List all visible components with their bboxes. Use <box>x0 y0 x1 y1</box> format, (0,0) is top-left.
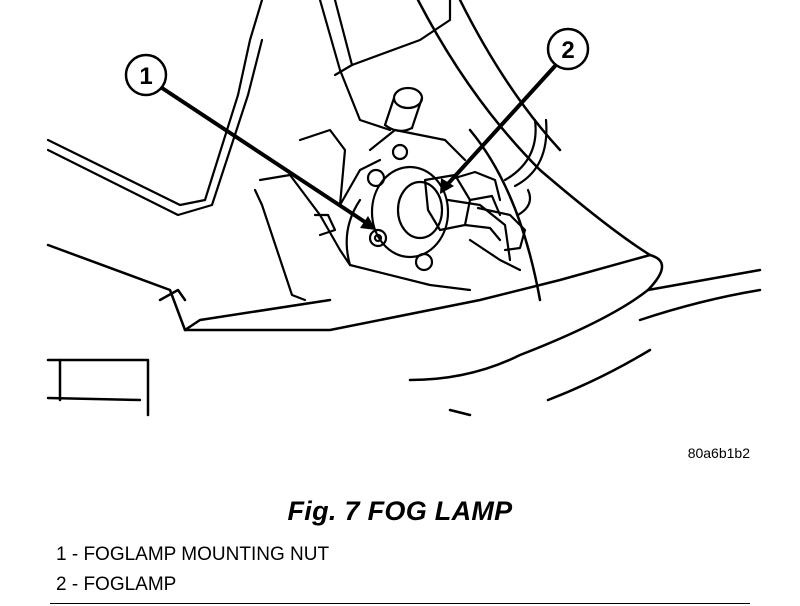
callout-2-number: 2 <box>561 37 574 64</box>
foglamp-mounting-nut <box>368 228 388 248</box>
lamp-adjuster-boss <box>383 86 424 132</box>
fog-lamp-illustration: 1 2 <box>46 0 762 417</box>
figure-code: 80a6b1b2 <box>687 445 750 461</box>
bumper-right-panel <box>416 0 652 302</box>
callout-1-number: 1 <box>139 63 152 90</box>
callout-1: 1 <box>124 53 168 97</box>
callout-leaders <box>160 64 557 230</box>
figure-legend: 1 - FOGLAMP MOUNTING NUT 2 - FOGLAMP <box>56 540 329 600</box>
legend-item-1: 1 - FOGLAMP MOUNTING NUT <box>56 544 330 565</box>
callout-2-leader <box>444 64 557 188</box>
legend-item-2: 2 - FOGLAMP <box>56 574 177 595</box>
lamp-bracket <box>253 128 472 302</box>
callout-2: 2 <box>546 27 590 71</box>
wiring-harness <box>503 118 548 217</box>
fascia-upper-outline <box>46 0 452 217</box>
callout-1-leader <box>160 86 370 226</box>
callout-2-arrowhead <box>440 178 454 194</box>
fog-lamp-housing <box>366 128 522 272</box>
callout-1-arrowhead <box>360 216 376 230</box>
figure-title: Fig. 7 FOG LAMP <box>287 496 513 526</box>
fascia-lower-outline <box>46 243 762 417</box>
bottom-divider <box>50 603 750 604</box>
